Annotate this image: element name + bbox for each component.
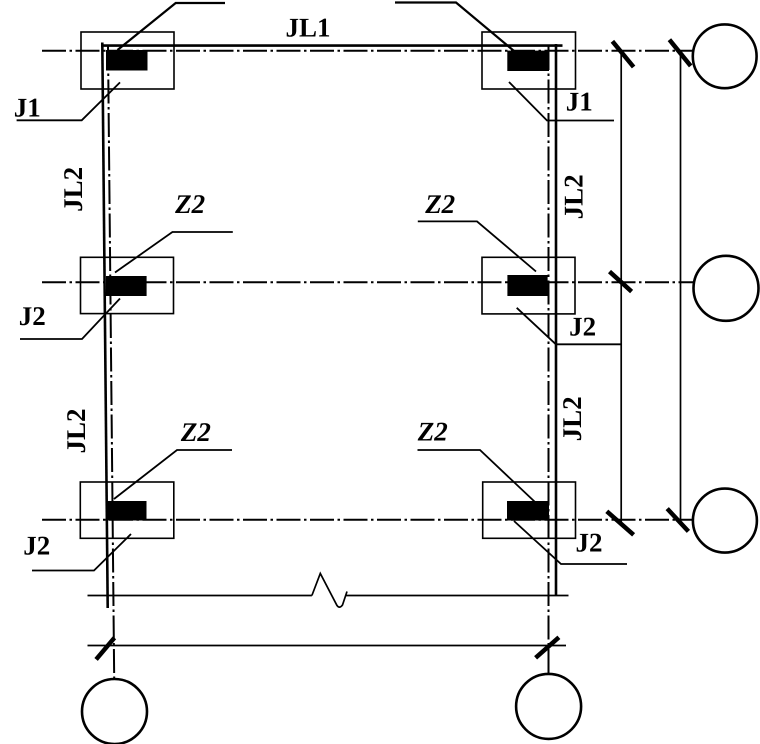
svg-text:J2: J2 bbox=[23, 531, 50, 561]
svg-text:J2: J2 bbox=[576, 528, 603, 558]
svg-text:JL1: JL1 bbox=[285, 13, 330, 43]
svg-text:Z2: Z2 bbox=[424, 189, 455, 219]
svg-text:Z2: Z2 bbox=[174, 189, 205, 219]
svg-text:JL2: JL2 bbox=[557, 396, 587, 441]
svg-text:JL2: JL2 bbox=[58, 167, 88, 212]
svg-text:JL2: JL2 bbox=[61, 408, 91, 453]
svg-text:Z2: Z2 bbox=[180, 417, 211, 447]
svg-text:Z2: Z2 bbox=[417, 417, 448, 447]
svg-text:J2: J2 bbox=[569, 312, 596, 342]
svg-text:J2: J2 bbox=[19, 301, 46, 331]
svg-text:JL2: JL2 bbox=[558, 174, 588, 219]
svg-text:J1: J1 bbox=[14, 93, 41, 123]
svg-text:J1: J1 bbox=[566, 87, 593, 117]
